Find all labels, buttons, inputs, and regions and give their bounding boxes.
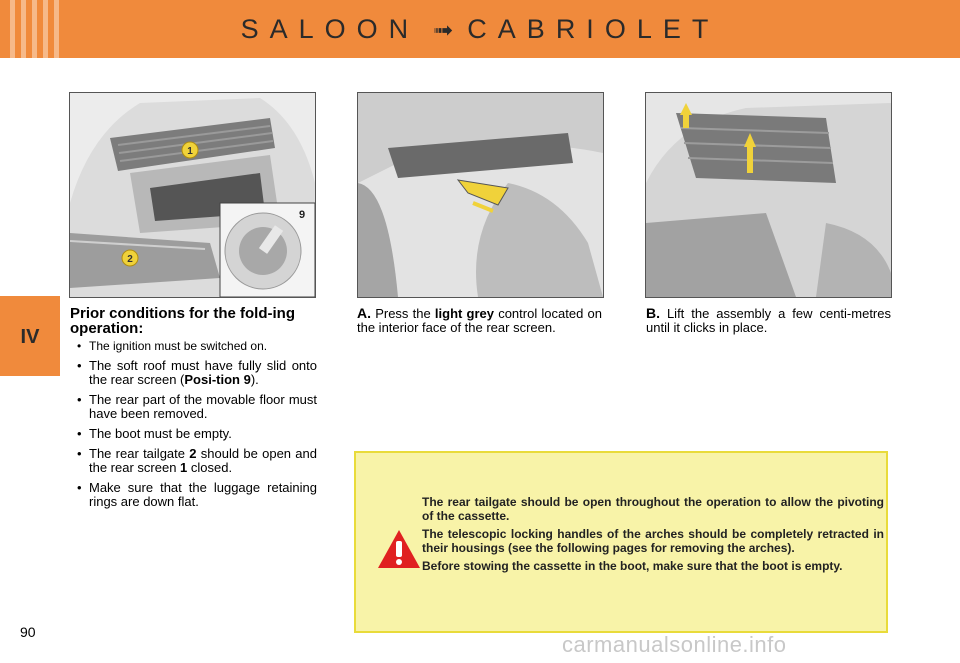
warning-triangle-icon xyxy=(378,530,420,568)
list-item: The soft roof must have fully slid onto … xyxy=(70,359,317,387)
figure-lift-assembly-photo xyxy=(645,92,892,298)
warning-paragraph: Before stowing the cassette in the boot,… xyxy=(422,559,843,573)
header-band: SALOON ➟ CABRIOLET xyxy=(0,0,960,58)
title-right: CABRIOLET xyxy=(467,14,720,44)
conditions-list: The ignition must be switched on. The so… xyxy=(70,339,317,509)
warning-paragraph: The telescopic locking handles of the ar… xyxy=(422,527,884,555)
list-item: The rear tailgate 2 should be open and t… xyxy=(70,447,317,475)
arrow-icon: ➟ xyxy=(433,17,454,44)
warning-box: The rear tailgate should be open through… xyxy=(354,451,888,633)
step-a-label: A. xyxy=(357,305,371,321)
chapter-label: IV xyxy=(20,326,40,348)
figure-rear-screen-photo xyxy=(357,92,604,298)
list-item: The ignition must be switched on. xyxy=(70,339,317,353)
warning-text: The rear tailgate should be open through… xyxy=(422,495,884,579)
figure-boot-photo: 1 2 9 xyxy=(69,92,316,298)
inset-callout-9: 9 xyxy=(299,209,305,221)
header-stripes xyxy=(10,0,59,58)
list-item: The rear part of the movable floor must … xyxy=(70,393,317,421)
step-b-label: B. xyxy=(646,305,660,321)
page-number: 90 xyxy=(20,624,36,640)
step-a-text: A. Press the light grey control located … xyxy=(357,305,602,335)
title-left: SALOON xyxy=(240,14,420,44)
callout-1: 1 xyxy=(187,146,193,157)
prior-conditions-title: Prior conditions for the fold-ing operat… xyxy=(70,305,295,337)
watermark: carmanualsonline.info xyxy=(562,632,787,657)
chapter-tab: IV xyxy=(0,296,60,376)
list-item: Make sure that the luggage retaining rin… xyxy=(70,481,317,509)
list-item: The boot must be empty. xyxy=(70,427,317,442)
callout-2: 2 xyxy=(127,254,133,265)
page-title: SALOON ➟ CABRIOLET xyxy=(150,14,810,45)
warning-paragraph: The rear tailgate should be open through… xyxy=(422,495,884,523)
prior-conditions-section: Prior conditions for the fold-ing operat… xyxy=(70,306,317,515)
step-b-text: B. Lift the assembly a few centi-metres … xyxy=(646,305,891,335)
